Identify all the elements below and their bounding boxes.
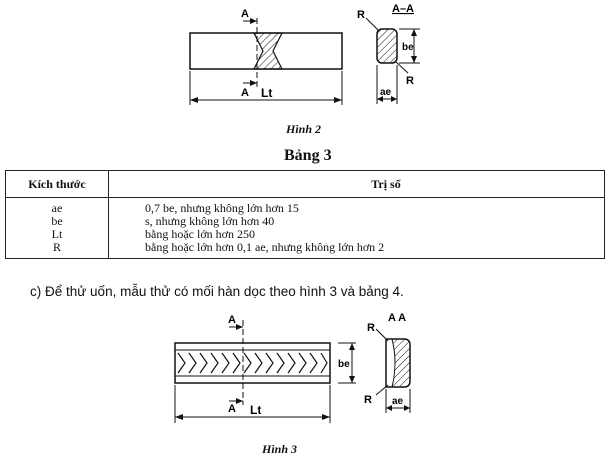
radius-bottom-label-3: R — [364, 394, 372, 406]
dim-width-label: ae — [380, 87, 392, 98]
value-ae: 0,7 be, nhưng không lớn hơn 15 — [145, 201, 299, 215]
dim-length-label-3: Lt — [250, 403, 261, 417]
weld-beads — [177, 352, 328, 374]
figure-2-caption: Hình 2 — [286, 122, 322, 136]
symbol-lt: Lt — [51, 227, 63, 241]
section-mark-top: A — [241, 8, 249, 20]
section-mark-top-3: A — [228, 314, 236, 326]
header-value: Trị số — [108, 170, 605, 198]
section-title: A–A — [392, 3, 414, 15]
table-header-row: Kích thước Trị số — [5, 170, 605, 198]
value-be: s, nhưng không lớn hơn 40 — [145, 214, 275, 228]
dim-length-label: Lt — [261, 86, 272, 100]
section-mark-bottom-3: A — [228, 403, 236, 415]
radius-bottom-label: R — [406, 75, 414, 87]
figure-3-caption: Hình 3 — [262, 442, 298, 456]
dim-width-label-3: ae — [392, 396, 404, 407]
radius-top-label: R — [357, 9, 365, 21]
table-3: Kích thước Trị số ae be Lt R 0,7 be, như… — [5, 170, 605, 259]
header-size: Kích thước — [5, 170, 109, 198]
figure-2-drawing: A A Lt A–A R R be ae — [189, 3, 420, 105]
dim-thickness-label-3: be — [338, 359, 350, 370]
section-title-3: A A — [388, 312, 406, 324]
section-mark-bottom: A — [241, 87, 249, 99]
specimen-bar-longitudinal — [174, 342, 331, 384]
table-3-title: Bảng 3 — [284, 147, 332, 164]
weld-zone — [253, 32, 283, 70]
figure-3-drawing: A A Lt be A A R R ae — [174, 312, 411, 423]
dim-thickness-label: be — [402, 42, 414, 53]
value-lt: bằng hoặc lớn hơn 250 — [145, 227, 256, 241]
body-paragraph: c) Để thử uốn, mẫu thử có mối hàn dọc th… — [30, 284, 404, 299]
cross-section — [376, 28, 398, 64]
symbol-be: be — [51, 214, 63, 228]
table-body-row: ae be Lt R 0,7 be, nhưng không lớn hơn 1… — [5, 197, 605, 259]
radius-top-label-3: R — [367, 322, 375, 334]
symbol-ae: ae — [51, 201, 63, 215]
symbol-r: R — [52, 240, 61, 254]
value-r: bằng hoặc lớn hơn 0,1 ae, nhưng không lớ… — [145, 240, 385, 254]
